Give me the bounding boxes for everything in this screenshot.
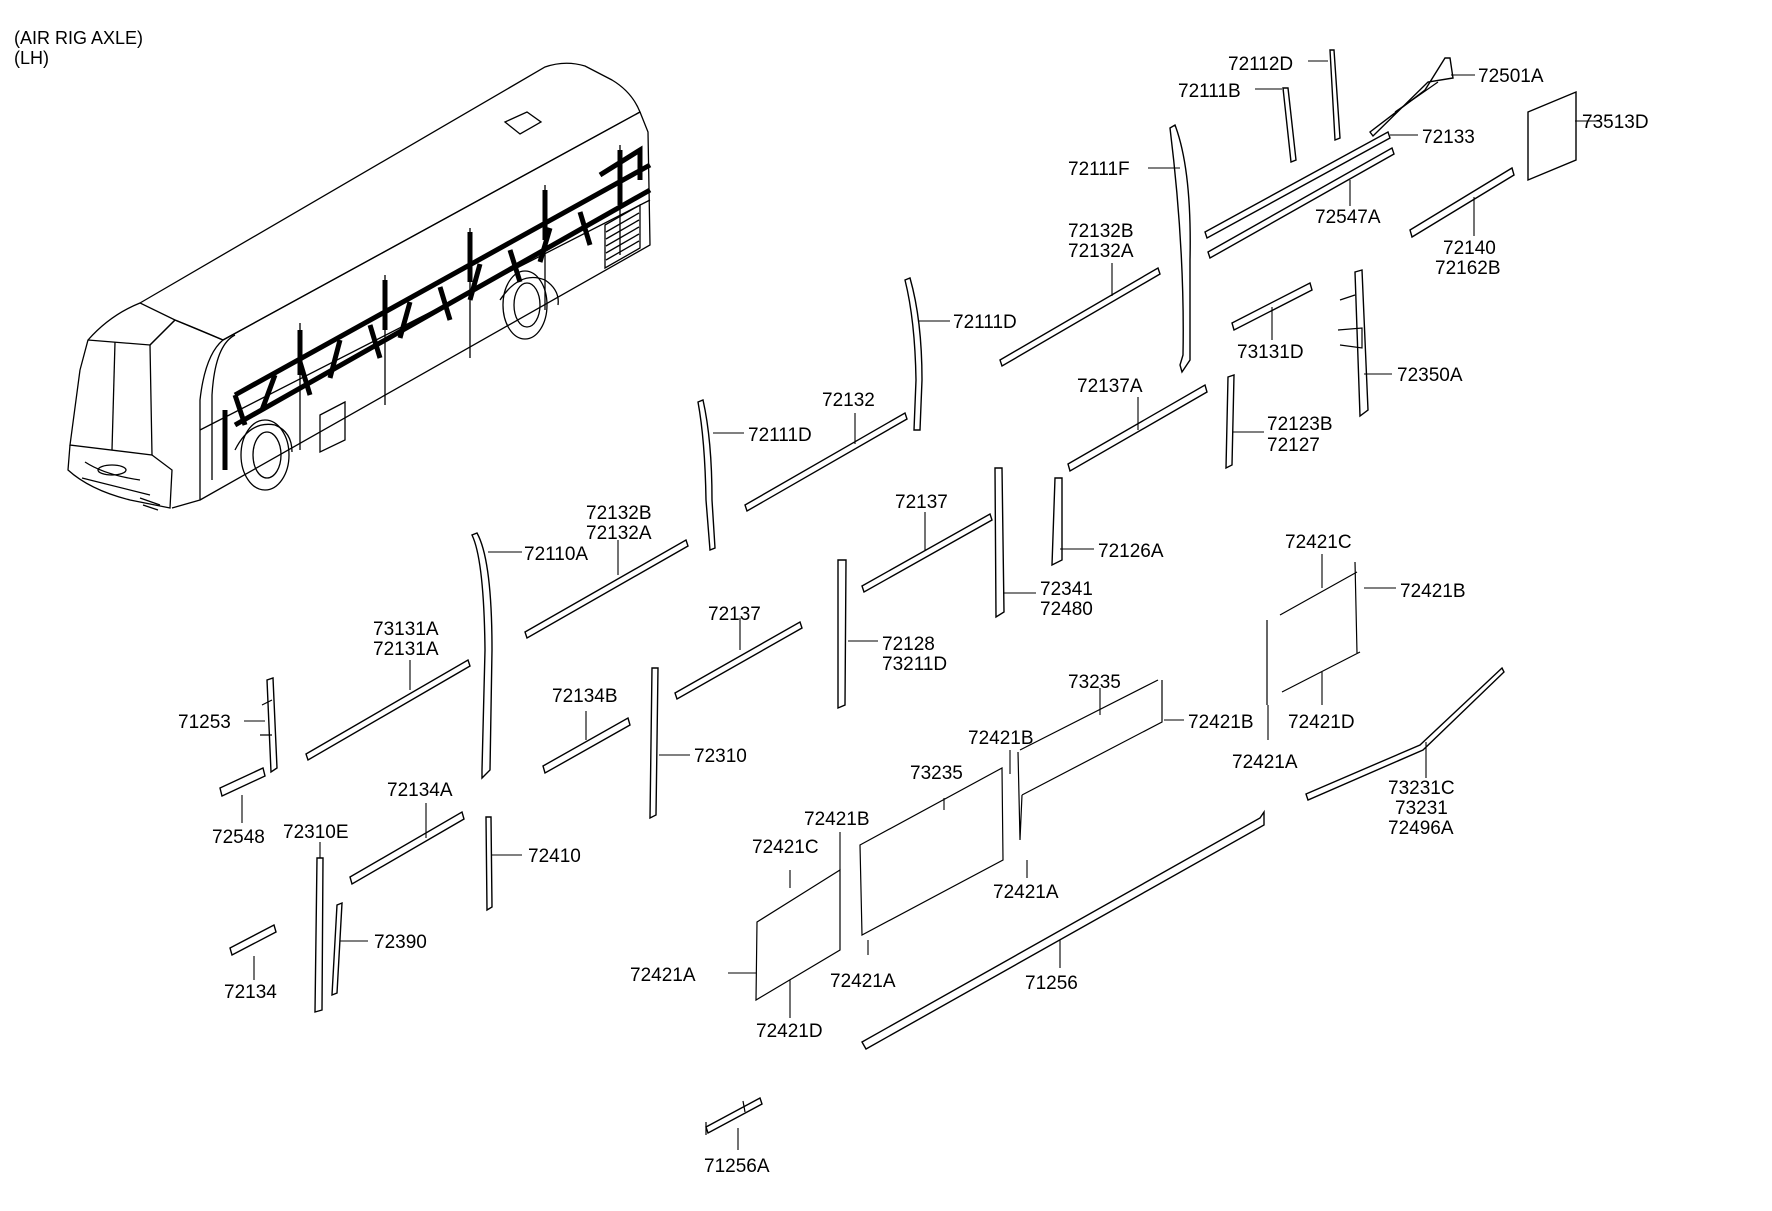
label-72162B: 72162B bbox=[1435, 258, 1501, 279]
label-72421A-right: 72421A bbox=[1232, 752, 1298, 773]
label-72137-left: 72137 bbox=[708, 604, 761, 625]
header-line-2: (LH) bbox=[14, 48, 49, 68]
label-72111D-middle: 72111D bbox=[748, 425, 812, 446]
label-72390: 72390 bbox=[374, 932, 427, 953]
label-72132B-upper: 72132B bbox=[1068, 221, 1134, 242]
label-73231C: 73231C bbox=[1388, 778, 1455, 799]
label-72137-right: 72137 bbox=[895, 492, 948, 513]
label-72134B: 72134B bbox=[552, 686, 618, 707]
label-73235-left: 73235 bbox=[910, 763, 963, 784]
label-72132A-upper: 72132A bbox=[1068, 241, 1134, 262]
label-72112D: 72112D bbox=[1228, 54, 1293, 75]
header-line-1: (AIR RIG AXLE) bbox=[14, 28, 143, 48]
label-72140: 72140 bbox=[1443, 238, 1496, 259]
label-73131D: 73131D bbox=[1237, 342, 1304, 363]
label-72548: 72548 bbox=[212, 827, 265, 848]
label-72134: 72134 bbox=[224, 982, 277, 1003]
part-labels: 72112D 72501A 72111B 73513D 72133 72111F… bbox=[178, 54, 1649, 1177]
label-73513D: 73513D bbox=[1582, 112, 1649, 133]
label-73231: 73231 bbox=[1395, 798, 1448, 819]
label-73235-right: 73235 bbox=[1068, 672, 1121, 693]
label-72410: 72410 bbox=[528, 846, 581, 867]
label-72341: 72341 bbox=[1040, 579, 1093, 600]
label-72421A-middle: 72421A bbox=[993, 882, 1059, 903]
label-73211D: 73211D bbox=[882, 654, 947, 675]
label-72480: 72480 bbox=[1040, 599, 1093, 620]
label-71256: 71256 bbox=[1025, 973, 1078, 994]
label-72501A: 72501A bbox=[1478, 66, 1544, 87]
label-72111F: 72111F bbox=[1068, 159, 1130, 180]
label-72134A: 72134A bbox=[387, 780, 453, 801]
label-72421C-left: 72421C bbox=[752, 837, 819, 858]
label-72111D-upper: 72111D bbox=[953, 312, 1017, 333]
label-72128: 72128 bbox=[882, 634, 935, 655]
leader-lines bbox=[241, 60, 1600, 1150]
label-73131A: 73131A bbox=[373, 619, 439, 640]
label-72127: 72127 bbox=[1267, 435, 1320, 456]
label-72421B-upper: 72421B bbox=[968, 728, 1034, 749]
label-72310E: 72310E bbox=[283, 822, 349, 843]
label-72421D-right: 72421D bbox=[1288, 712, 1355, 733]
parts bbox=[219, 49, 1577, 1135]
label-72137A: 72137A bbox=[1077, 376, 1143, 397]
label-72547A: 72547A bbox=[1315, 207, 1381, 228]
label-72496A: 72496A bbox=[1388, 818, 1454, 839]
label-72131A: 72131A bbox=[373, 639, 439, 660]
label-72421D-left: 72421D bbox=[756, 1021, 823, 1042]
label-72111B: 72111B bbox=[1178, 81, 1241, 102]
label-72132: 72132 bbox=[822, 390, 875, 411]
label-72421A-lower: 72421A bbox=[830, 971, 896, 992]
label-72126A: 72126A bbox=[1098, 541, 1164, 562]
label-72133: 72133 bbox=[1422, 127, 1475, 148]
label-72132A-lower: 72132A bbox=[586, 523, 652, 544]
label-72421A-left: 72421A bbox=[630, 965, 696, 986]
label-72110A: 72110A bbox=[524, 544, 588, 565]
label-72421C-right: 72421C bbox=[1285, 532, 1352, 553]
label-72421B-left: 72421B bbox=[804, 809, 870, 830]
bus-illustration bbox=[67, 62, 652, 511]
label-72350A: 72350A bbox=[1397, 365, 1463, 386]
label-72421B-right: 72421B bbox=[1400, 581, 1466, 602]
label-72132B-lower: 72132B bbox=[586, 503, 652, 524]
label-72421B-middle: 72421B bbox=[1188, 712, 1254, 733]
label-71256A: 71256A bbox=[704, 1156, 770, 1177]
label-71253: 71253 bbox=[178, 712, 231, 733]
label-72123B: 72123B bbox=[1267, 414, 1333, 435]
label-72310: 72310 bbox=[694, 746, 747, 767]
